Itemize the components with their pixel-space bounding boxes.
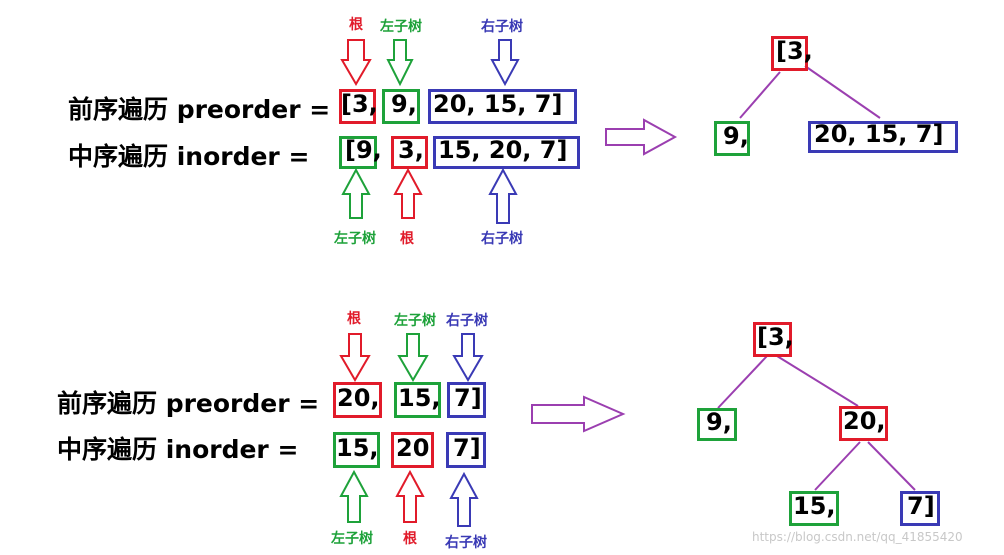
right-subtree-label: 右子树: [481, 19, 523, 35]
preorder-root-value: 20,: [337, 384, 380, 412]
preorder-right-box: [428, 89, 577, 124]
up-arrow-icon: [395, 469, 425, 523]
watermark: https://blog.csdn.net/qq_41855420: [752, 530, 963, 544]
up-arrow-icon: [449, 471, 479, 527]
left-subtree-label: 左子树: [331, 531, 373, 547]
preorder-right-box: [447, 382, 486, 418]
preorder-root-box: [333, 382, 382, 418]
preorder-left-box: [382, 89, 420, 124]
tree-edge: [739, 71, 781, 119]
root-label: 根: [400, 231, 414, 247]
preorder-right-value: 20, 15, 7]: [433, 90, 563, 118]
inorder-right-value: 15, 20, 7]: [438, 136, 568, 164]
inorder-label: 中序遍历 inorder =: [57, 435, 299, 464]
inorder-left-box: [333, 432, 380, 468]
preorder-label: 前序遍历 preorder =: [68, 95, 331, 124]
inorder-right-box: [446, 432, 486, 468]
right-arrow-icon: [605, 118, 678, 156]
inorder-root-value: 3,: [398, 136, 424, 164]
up-arrow-icon: [339, 469, 369, 523]
preorder-label: 前序遍历 preorder =: [57, 389, 320, 418]
right-subtree-label: 右子树: [445, 535, 487, 551]
down-arrow-icon: [340, 39, 372, 86]
down-arrow-icon: [397, 333, 429, 382]
tree-edge: [867, 441, 916, 491]
tree-right-box: [808, 121, 958, 153]
inorder-label: 中序遍历 inorder =: [68, 142, 310, 171]
preorder-right-value: 7]: [454, 384, 482, 412]
down-arrow-icon: [490, 39, 520, 87]
left-subtree-label: 左子树: [334, 231, 376, 247]
tree-left-value: 9,: [723, 122, 749, 150]
right-subtree-label: 右子树: [446, 313, 488, 329]
tree-left-leaf-box: [789, 491, 839, 526]
tree-root-box: [753, 322, 792, 357]
right-arrow-icon: [531, 395, 626, 433]
tree-left-box: [714, 121, 750, 156]
tree-root-value: [3,: [757, 323, 794, 351]
tree-edge: [804, 65, 881, 119]
root-label: 根: [349, 17, 363, 33]
tree-right-leaf-value: 7]: [907, 492, 935, 520]
inorder-left-value: 15,: [336, 434, 379, 462]
root-label: 根: [347, 311, 361, 327]
up-arrow-icon: [393, 167, 423, 219]
inorder-root-box: [391, 432, 434, 468]
tree-subroot-value: 20,: [843, 407, 886, 435]
right-subtree-label: 右子树: [481, 231, 523, 247]
inorder-left-value: [9,: [345, 136, 382, 164]
up-arrow-icon: [341, 167, 371, 219]
tree-right-value: 20, 15, 7]: [814, 120, 944, 148]
down-arrow-icon: [452, 333, 484, 382]
tree-left-box: [697, 408, 737, 441]
tree-edge: [814, 441, 861, 491]
preorder-left-value: 9,: [391, 90, 417, 118]
down-arrow-icon: [386, 39, 414, 87]
preorder-root-value: [3,: [341, 90, 378, 118]
tree-edge: [717, 355, 768, 409]
down-arrow-icon: [339, 333, 371, 382]
inorder-root-value: 20: [396, 434, 430, 462]
left-subtree-label: 左子树: [394, 313, 436, 329]
tree-subroot-box: [839, 406, 888, 441]
preorder-left-value: 15,: [398, 384, 441, 412]
tree-root-box: [771, 36, 808, 71]
inorder-right-box: [433, 136, 580, 169]
tree-right-leaf-box: [900, 491, 940, 526]
preorder-root-box: [339, 89, 376, 124]
up-arrow-icon: [488, 167, 518, 224]
tree-left-leaf-value: 15,: [793, 492, 836, 520]
tree-left-value: 9,: [706, 408, 732, 436]
preorder-left-box: [394, 382, 441, 418]
inorder-right-value: 7]: [453, 434, 481, 462]
inorder-left-box: [339, 136, 377, 169]
tree-edge: [776, 355, 859, 407]
tree-root-value: [3,: [776, 37, 813, 65]
root-label: 根: [403, 531, 417, 547]
inorder-root-box: [391, 136, 428, 169]
left-subtree-label: 左子树: [380, 19, 422, 35]
